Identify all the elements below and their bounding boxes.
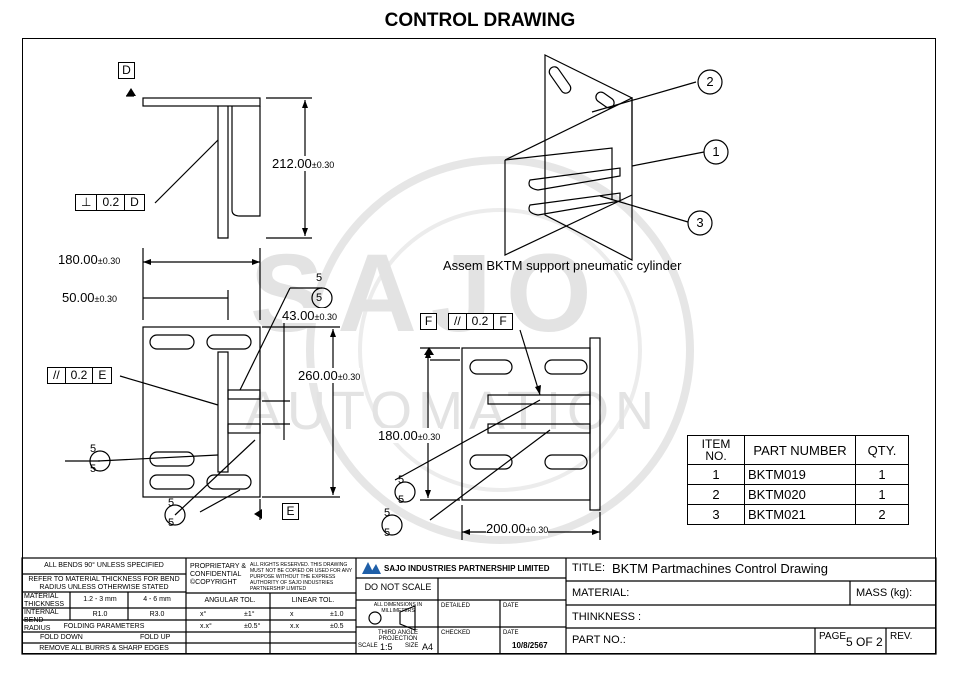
checked-date: 10/8/2567 bbox=[512, 641, 548, 650]
weld-size: 5 bbox=[90, 443, 97, 455]
weld-size: 5 bbox=[384, 507, 391, 519]
balloon-1: 1 bbox=[712, 144, 720, 159]
fcf-perpendicularity: ⊥ 0.2 D bbox=[75, 194, 145, 211]
dim-side-height: 180.00±0.30 bbox=[378, 428, 441, 443]
material-label: MATERIAL: bbox=[572, 587, 630, 599]
weld-size: 5 bbox=[168, 497, 175, 509]
drawing-title: BKTM Partmachines Control Drawing bbox=[612, 561, 829, 576]
weld-size: 5 bbox=[384, 527, 391, 539]
fcf-parallelism-f: // 0.2 F bbox=[448, 313, 513, 330]
parts-header-item: ITEM NO. bbox=[687, 435, 745, 465]
note-radius-label: INTERNAL BEND RADIUS bbox=[24, 609, 59, 632]
parts-header-part: PART NUMBER bbox=[744, 435, 856, 465]
size-value: A4 bbox=[422, 642, 434, 652]
balloon-2: 2 bbox=[706, 74, 714, 89]
mm-note: ALL DIMENSIONS IN MILLIMETERS bbox=[373, 602, 423, 614]
iso-caption: Assem BKTM support pneumatic cylinder bbox=[443, 258, 682, 273]
fcf-parallelism-e: // 0.2 E bbox=[47, 367, 113, 384]
watermark-subtitle: AUTOMATION bbox=[245, 381, 661, 441]
weld-size: 5 bbox=[316, 272, 323, 284]
dim-side-width: 200.00±0.30 bbox=[486, 521, 549, 536]
top-view-plate bbox=[142, 97, 261, 107]
perpendicularity-icon: ⊥ bbox=[76, 195, 98, 210]
note-bends: ALL BENDS 90° UNLESS SPECIFIED bbox=[44, 562, 164, 569]
weld-size: 5 bbox=[398, 474, 405, 486]
weld-size: 5 bbox=[168, 517, 175, 529]
rights-note: ALL RIGHTS RESERVED. THIS DRAWING MUST N… bbox=[250, 562, 352, 592]
note-refer: REFER TO MATERIAL THICKNESS FOR BEND RAD… bbox=[28, 576, 180, 591]
thickness-label: THINKNESS : bbox=[572, 611, 642, 623]
scale-value: 1:5 bbox=[380, 642, 393, 652]
rev-label: REV. bbox=[890, 631, 913, 642]
projection: THIRD ANGLE PROJECTION bbox=[377, 630, 418, 642]
page-value: 5 OF 2 bbox=[846, 635, 883, 649]
balloon-1-circle bbox=[703, 139, 729, 165]
part-no-label: PART NO.: bbox=[572, 634, 626, 646]
top-view-gusset bbox=[231, 106, 261, 217]
dim-top-height: 212.00±0.30 bbox=[272, 156, 335, 171]
balloon-3-circle bbox=[687, 210, 713, 236]
datum-d: D bbox=[118, 62, 135, 79]
front-view-plate bbox=[142, 326, 261, 498]
datum-e: E bbox=[282, 503, 299, 520]
table-row: 3 BKTM021 2 bbox=[687, 504, 909, 525]
dim-front-gap: 43.00±0.30 bbox=[282, 308, 338, 323]
parallelism-icon: // bbox=[48, 368, 66, 383]
weld-size: 5 bbox=[90, 463, 97, 475]
mass-label: MASS (kg): bbox=[856, 587, 913, 599]
dim-front-height: 260.00±0.30 bbox=[298, 368, 361, 383]
weld-size: 5 bbox=[398, 494, 405, 506]
balloon-3: 3 bbox=[696, 215, 704, 230]
parallelism-icon: // bbox=[449, 314, 467, 329]
table-row: 1 BKTM019 1 bbox=[687, 464, 909, 485]
watermark-logo bbox=[306, 156, 694, 544]
datum-f: F bbox=[420, 313, 437, 330]
iso-view-back-plate bbox=[544, 54, 633, 261]
note-thickness-label: MATERIAL THICKNESS bbox=[24, 593, 65, 608]
weld-size: 5 bbox=[316, 292, 323, 304]
dim-front-width: 180.00±0.30 bbox=[58, 252, 121, 267]
table-row: 2 BKTM020 1 bbox=[687, 484, 909, 505]
parts-table: ITEM NO. PART NUMBER QTY. 1 BKTM019 1 2 … bbox=[687, 435, 909, 525]
parts-header-qty: QTY. bbox=[855, 435, 909, 465]
top-view-web bbox=[217, 106, 229, 239]
do-not-scale: DO NOT SCALE bbox=[364, 582, 432, 592]
page-title: CONTROL DRAWING bbox=[384, 10, 576, 31]
company-logo-icon bbox=[362, 562, 381, 574]
company-name: SAJO INDUSTRIES PARTNERSHIP LIMITED bbox=[384, 564, 550, 573]
balloon-2-circle bbox=[697, 69, 723, 95]
proprietary: PROPRIETARY & CONFIDENTIAL ©COPYRIGHT bbox=[190, 563, 247, 586]
watermark-brand: SAJO bbox=[250, 232, 606, 355]
dim-front-offset: 50.00±0.30 bbox=[62, 290, 118, 305]
